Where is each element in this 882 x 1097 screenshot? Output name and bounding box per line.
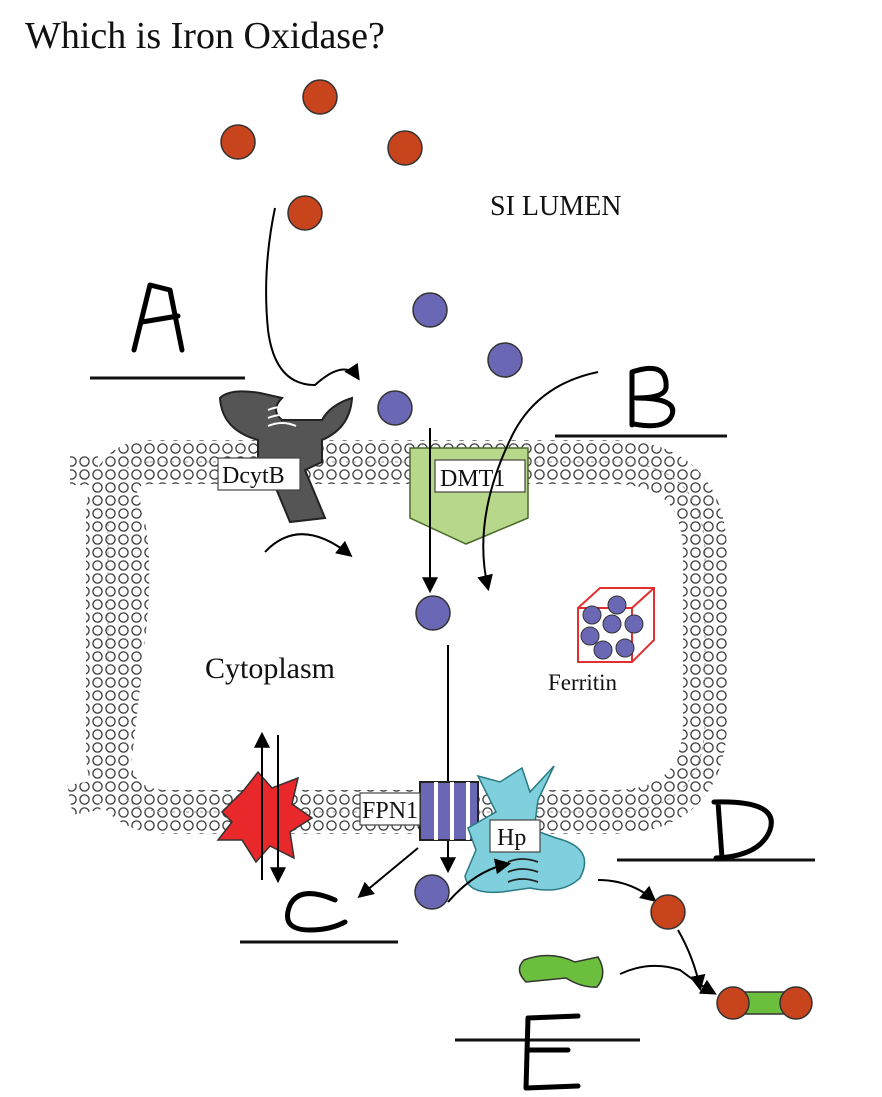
dcytb-exit-arrow bbox=[264, 533, 353, 557]
ferrous-iron-3 bbox=[377, 390, 413, 426]
ferric-iron-4 bbox=[287, 195, 323, 231]
ferrous-iron-1 bbox=[412, 292, 448, 328]
ferric-iron-3 bbox=[387, 130, 423, 166]
hp-entry-arrow bbox=[447, 858, 512, 903]
letter-a bbox=[131, 282, 185, 353]
ferric-iron-2 bbox=[220, 124, 256, 160]
dcytb-protein: DcytB bbox=[217, 390, 354, 524]
letter-b bbox=[629, 366, 676, 429]
ferrous-iron-lumen bbox=[377, 292, 523, 426]
ferric-iron-lumen bbox=[220, 79, 423, 231]
ferritin-complex: Ferritin bbox=[548, 587, 655, 695]
question-text: Which is Iron Oxidase? bbox=[25, 15, 385, 57]
letter-d bbox=[711, 799, 774, 861]
dmt1-transporter: DMT1 bbox=[409, 447, 529, 545]
ferrous-iron-2 bbox=[487, 342, 523, 378]
to-transferrin-arrow bbox=[677, 929, 706, 992]
dmt1-curved-arrow bbox=[477, 371, 599, 592]
ferritin-label: Ferritin bbox=[548, 670, 617, 695]
dcytb-label: DcytB bbox=[222, 463, 285, 489]
blank-a[interactable] bbox=[90, 282, 245, 380]
dcytb-shape bbox=[218, 390, 354, 524]
blank-e[interactable] bbox=[455, 1013, 640, 1091]
blank-d[interactable] bbox=[617, 799, 815, 862]
red-transporter-shape bbox=[216, 770, 314, 864]
blank-c-arrow bbox=[357, 847, 419, 899]
lumen-label: SI LUMEN bbox=[490, 191, 621, 222]
ferrous-iron-exported bbox=[414, 874, 450, 910]
ferric-iron-1 bbox=[302, 79, 338, 115]
blank-c[interactable] bbox=[240, 891, 398, 944]
red-transporter bbox=[216, 770, 314, 864]
dmt1-label: DMT1 bbox=[440, 466, 505, 492]
hp-exit-arrow bbox=[597, 879, 657, 903]
apo-transferrin bbox=[518, 954, 604, 988]
fpn1-transporter: FPN1 bbox=[359, 781, 479, 841]
cytoplasm-label: Cytoplasm bbox=[205, 652, 335, 685]
holo-transferrin bbox=[716, 986, 813, 1020]
cell-membrane bbox=[67, 440, 727, 834]
ferric-iron-oxidized bbox=[650, 894, 686, 930]
reduction-entry-arrow bbox=[265, 207, 360, 387]
letter-c bbox=[285, 891, 348, 933]
transferrin-binding-arrow bbox=[619, 964, 717, 995]
letter-e bbox=[523, 1013, 581, 1091]
ferrous-iron-cytoplasm bbox=[415, 595, 451, 631]
hp-label: Hp bbox=[497, 825, 526, 851]
blank-b[interactable] bbox=[555, 366, 727, 438]
fpn1-label: FPN1 bbox=[362, 798, 418, 824]
